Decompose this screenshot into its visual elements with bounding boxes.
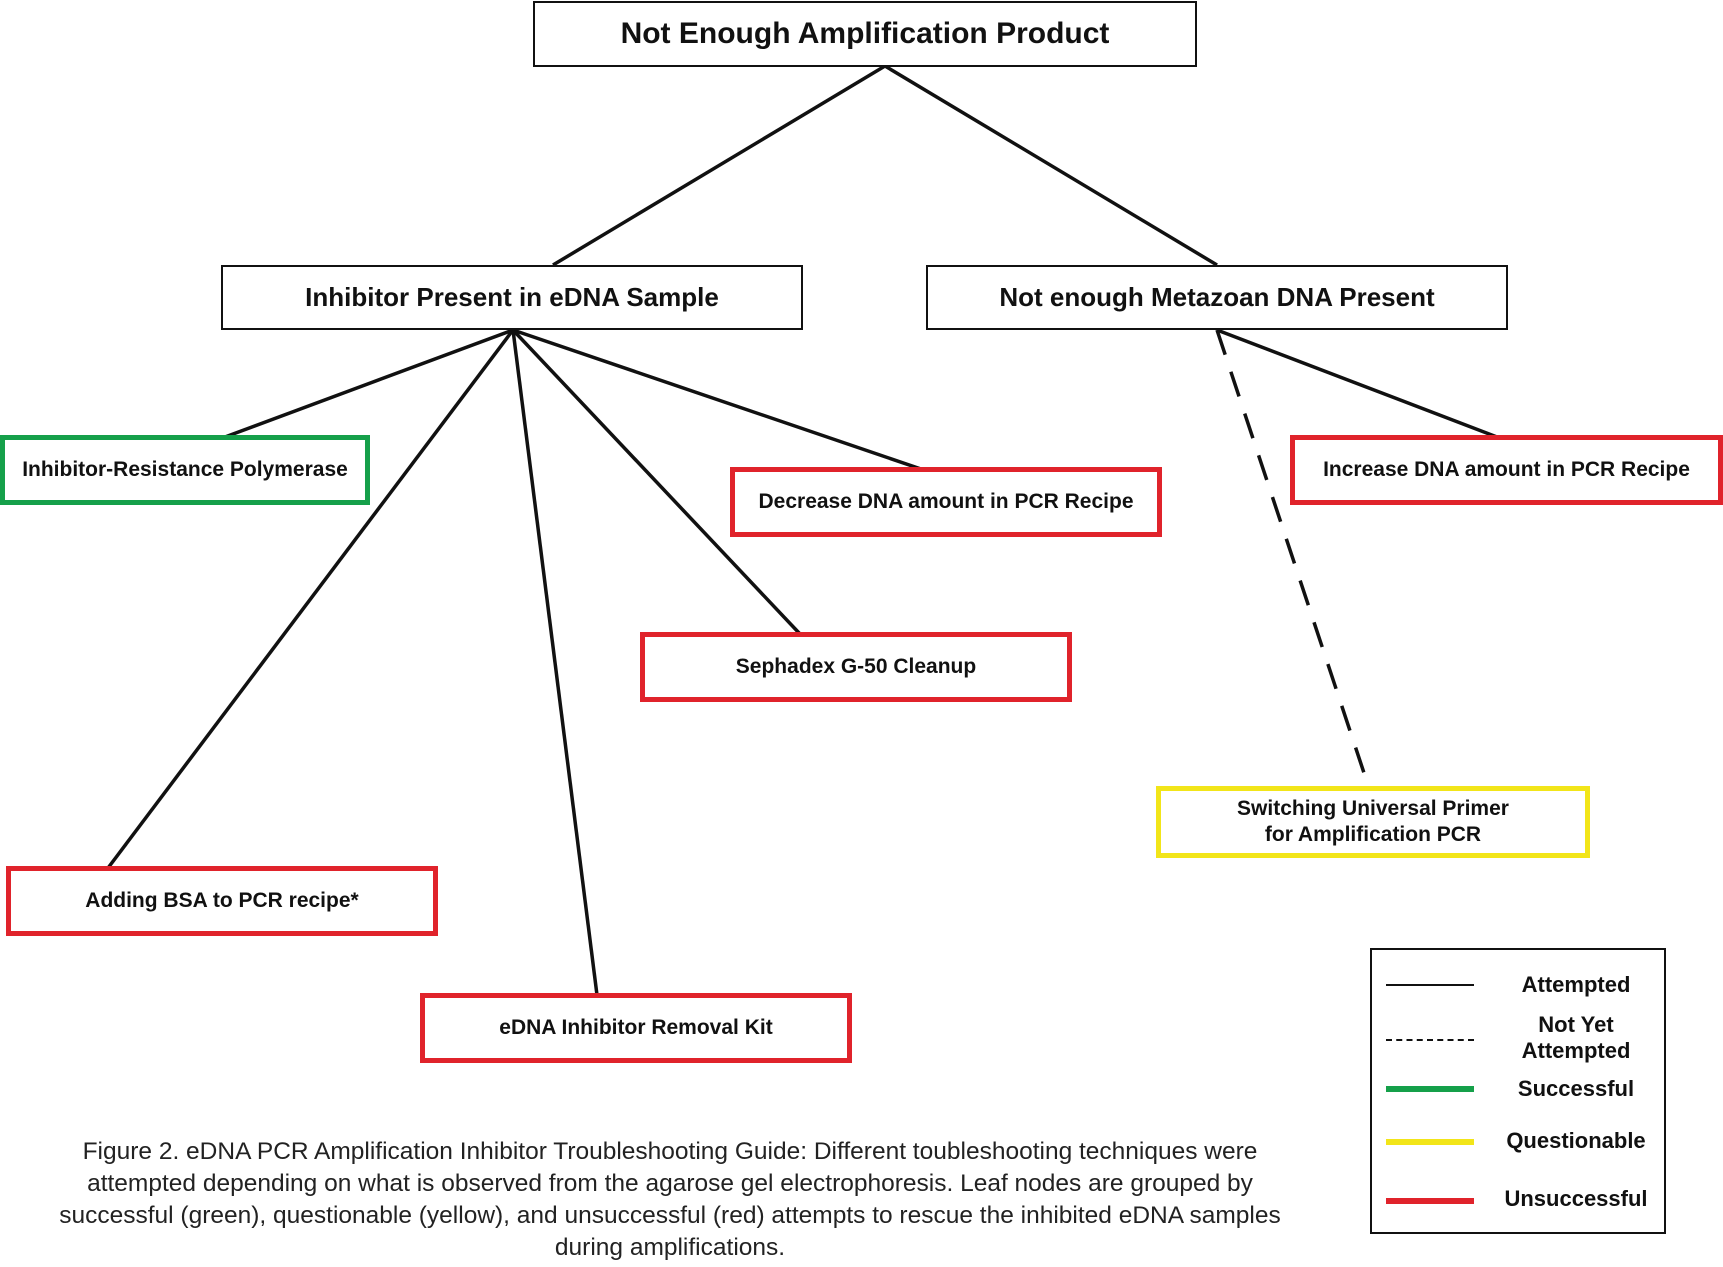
primer-node-label: Switching Universal Primer for Amplifica… [1237,796,1509,846]
decrease-dna-node-label: Decrease DNA amount in PCR Recipe [758,489,1134,513]
metazoan-node: Not enough Metazoan DNA Present [926,265,1508,330]
decrease-dna-node: Decrease DNA amount in PCR Recipe [730,467,1162,537]
bsa-node: Adding BSA to PCR recipe* [6,866,438,936]
dashed-line-swatch [1386,1039,1474,1041]
edge-inhibitor-bsa [106,328,515,870]
legend-row-successful: Successful [1372,1066,1664,1126]
green-line-swatch [1386,1086,1474,1092]
edge-root-metazoan [884,64,1218,267]
polymerase-node: Inhibitor-Resistance Polymerase [0,435,370,505]
inhibitor-node: Inhibitor Present in eDNA Sample [221,265,803,330]
metazoan-node-label: Not enough Metazoan DNA Present [999,282,1435,313]
edge-inhibitor-decrease-dna [512,328,922,471]
edge-inhibitor-removal-kit [511,329,599,996]
edge-inhibitor-sephadex [511,328,802,636]
removal-kit-node: eDNA Inhibitor Removal Kit [420,993,852,1063]
edge-metazoan-primer-dashed [1215,329,1371,789]
edge-root-inhibitor [552,64,886,267]
yellow-line-swatch [1386,1139,1474,1145]
sephadex-node-label: Sephadex G-50 Cleanup [735,654,977,678]
bsa-node-label: Adding BSA to PCR recipe* [85,888,359,912]
sephadex-node: Sephadex G-50 Cleanup [640,632,1072,702]
legend: Attempted Not Yet Attempted Successful Q… [1370,948,1666,1234]
inhibitor-node-label: Inhibitor Present in eDNA Sample [305,282,719,313]
legend-label-questionable: Questionable [1506,1128,1646,1153]
legend-row-questionable: Questionable [1372,1118,1664,1178]
root-node-label: Not Enough Amplification Product [620,17,1110,51]
increase-dna-node-label: Increase DNA amount in PCR Recipe [1323,457,1690,481]
legend-label-attempted: Attempted [1521,972,1631,997]
increase-dna-node: Increase DNA amount in PCR Recipe [1290,435,1723,505]
edge-metazoan-increase-dna [1216,328,1498,439]
polymerase-node-label: Inhibitor-Resistance Polymerase [22,457,348,481]
edge-inhibitor-polymerase [224,328,514,439]
solid-line-swatch [1386,984,1474,986]
legend-row-not-yet: Not Yet Attempted [1372,1010,1664,1070]
legend-label-not-yet: Not Yet Attempted [1521,1012,1631,1064]
primer-node: Switching Universal Primer for Amplifica… [1156,786,1590,858]
red-line-swatch [1386,1198,1474,1204]
legend-label-successful: Successful [1517,1076,1635,1101]
legend-label-unsuccessful: Unsuccessful [1504,1186,1648,1211]
legend-row-unsuccessful: Unsuccessful [1372,1176,1664,1236]
root-node: Not Enough Amplification Product [533,1,1197,67]
legend-row-attempted: Attempted [1372,964,1664,1024]
removal-kit-node-label: eDNA Inhibitor Removal Kit [499,1015,773,1039]
figure-caption: Figure 2. eDNA PCR Amplification Inhibit… [59,1138,1281,1261]
